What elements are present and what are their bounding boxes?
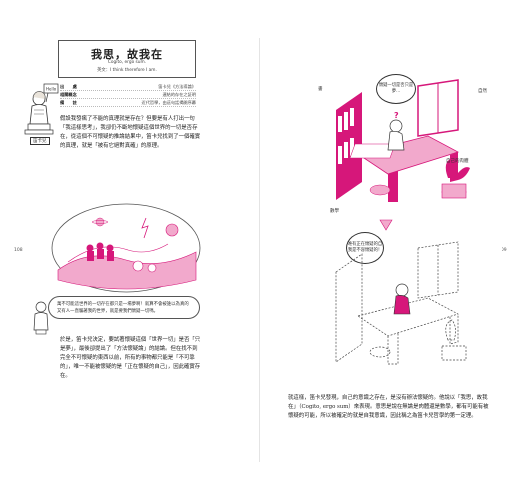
desk-illustration: ? [336, 79, 470, 202]
right-paragraph: 就這樣，笛卡兒發現，自己的意識之存在，是沒有辦法懷疑的。他說以「我思，故我在」（… [288, 394, 492, 421]
label-math: 數學 [330, 209, 339, 214]
label-book: 書 [318, 87, 323, 92]
right-paragraph-text: 就這樣，笛卡兒發現，自己的意識之存在，是沒有辦法懷疑的。他說以「我思，故我在」（… [288, 395, 489, 419]
book-gutter [259, 38, 260, 462]
page-number-left: 108 [14, 248, 23, 253]
page-number-right: 109 [498, 248, 507, 253]
sign-text: Hello [46, 87, 57, 92]
quote-english: 英文：I think therefore I am. [97, 68, 157, 73]
notes-row: 相關概念連結的存在之証明 [60, 91, 196, 99]
thinking-figure [33, 301, 49, 335]
dream-cloud-illustration [51, 203, 201, 293]
dashed-desk-illustration [335, 241, 467, 365]
top-speech-bubble: 懷疑一切是否只是夢… [376, 74, 416, 104]
quote-title-box: 我思，故我在 Cogito, ergo sum. 英文：I think ther… [58, 40, 196, 78]
quote-title: 我思，故我在 [91, 48, 163, 61]
right-page [266, 40, 502, 460]
svg-text:?: ? [394, 111, 399, 120]
left-paragraph-1: 假設我發瘋了不能的真理就是存在？但要是有人打出一句「我這樣思考」，我卻仍不斷地懷… [60, 116, 201, 149]
notes-row: 備 註近代哲學，由這句話揭開序幕 [60, 99, 196, 107]
thought-bubble: 萬不可能這世界的一切存在都只是一場夢啊！就算不會被誰以為真的又有人一直騙著我的世… [48, 296, 200, 319]
mid-speech-bubble: 唯有正在懷疑的自我是不容懷疑的！ [346, 232, 384, 264]
quote-latin: Cogito, ergo sum. [107, 60, 147, 65]
label-nature: 自然 [478, 89, 487, 94]
descartes-figure: Hello [24, 83, 59, 135]
left-paragraph-2: 於是，笛卡兒決定，要試著懷疑這個「世界一切」是否「只是夢」，最後卻提出了「方法懷… [60, 337, 201, 379]
figure-label: 笛卡兒 [30, 137, 50, 145]
label-body: 自己的肉體 [446, 159, 469, 164]
notes-row: 出 處笛卡兒《方法導論》 [60, 83, 196, 91]
notes-table: 出 處笛卡兒《方法導論》 相關概念連結的存在之証明 備 註近代哲學，由這句話揭開… [60, 83, 196, 107]
arrow-down-icon [379, 219, 393, 231]
